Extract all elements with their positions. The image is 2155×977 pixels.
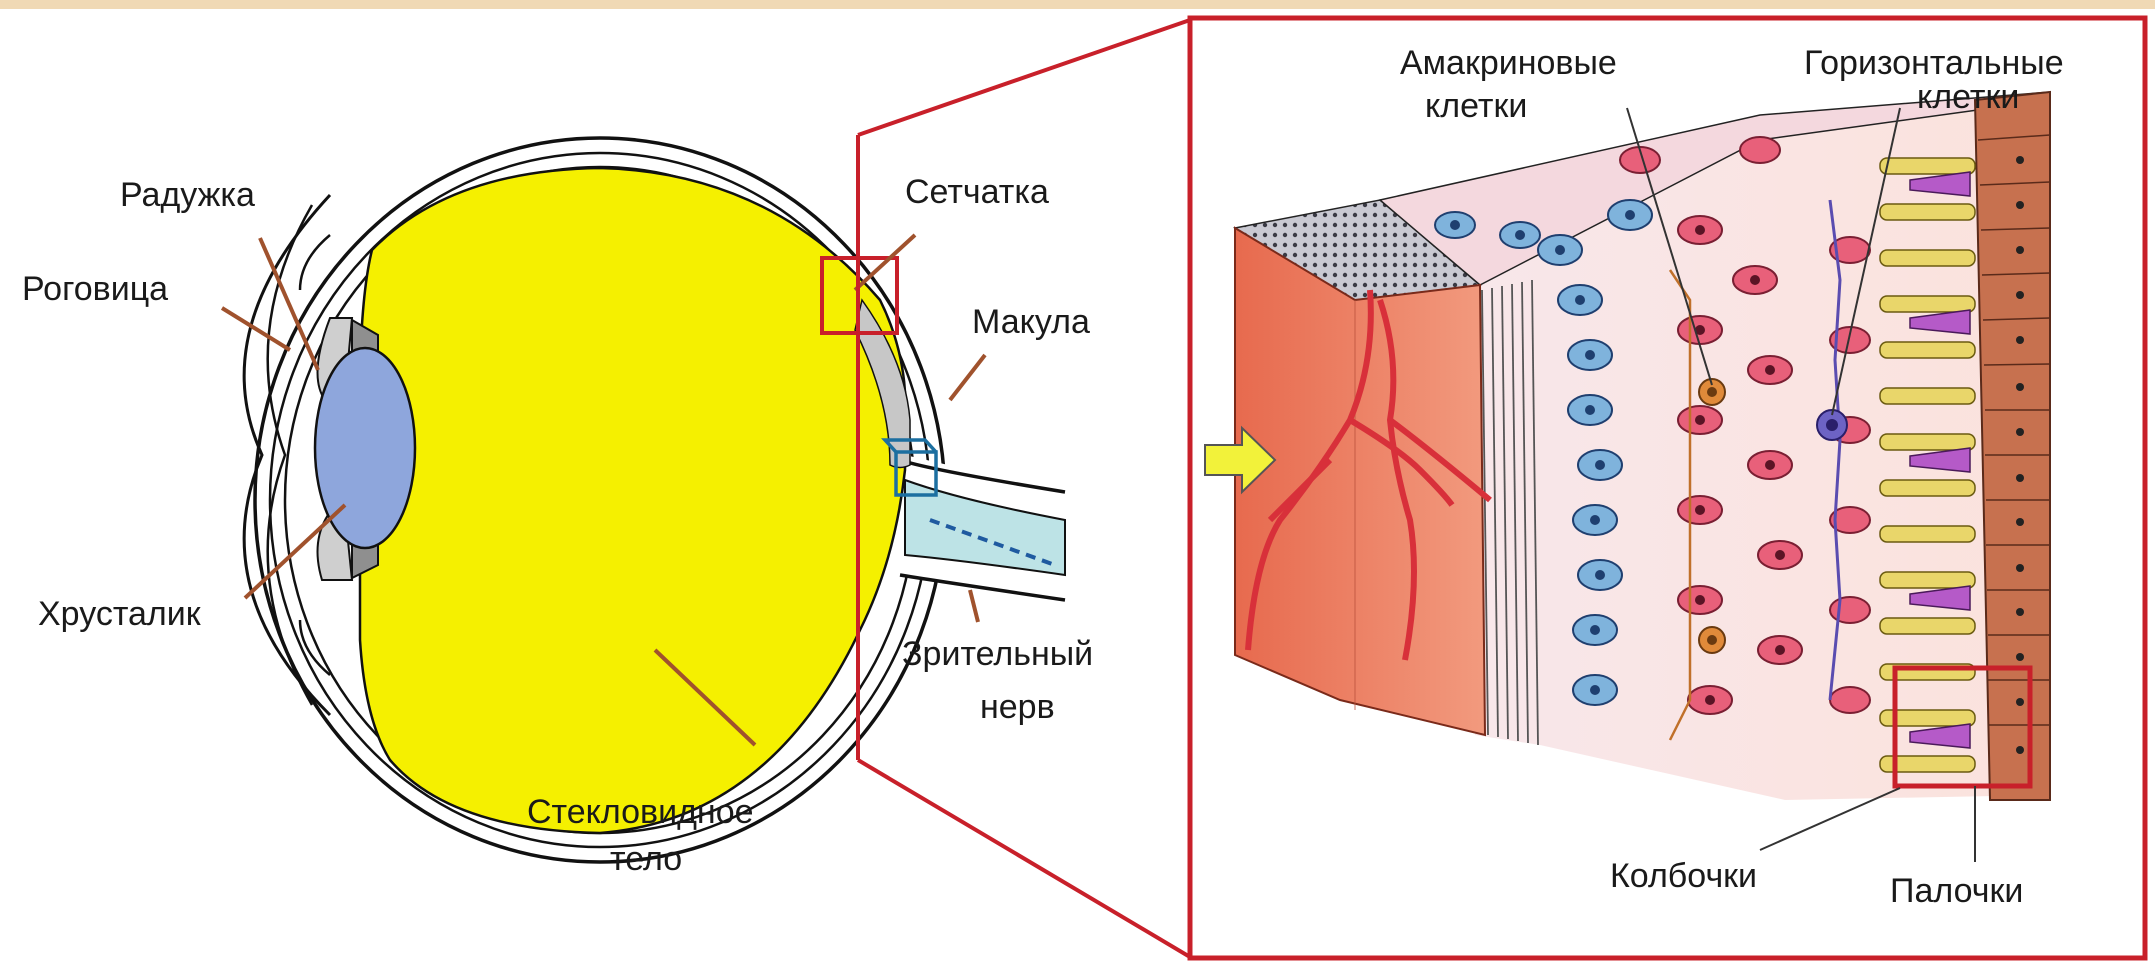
vessel-tissue <box>1235 228 1485 735</box>
label-iris: Радужка <box>120 176 255 214</box>
label-cornea: Роговица <box>22 270 168 308</box>
top-border <box>0 0 2155 9</box>
label-retina: Сетчатка <box>905 173 1049 211</box>
label-lens: Хрусталик <box>38 595 202 633</box>
label-cones: Колбочки <box>1610 857 1757 895</box>
label-optic-nerve-line1: Зрительный <box>902 635 1093 673</box>
label-horizontal-line2: клетки <box>1917 78 2019 116</box>
label-vitreous-line2: тело <box>610 840 682 878</box>
label-rods: Палочки <box>1890 872 2023 910</box>
label-vitreous-line1: Стекловидное <box>527 793 754 831</box>
label-optic-nerve-line2: нерв <box>980 688 1055 726</box>
label-amacrine-line1: Амакриновые <box>1400 44 1617 82</box>
label-horizontal-line1: Горизонтальные <box>1804 44 2064 82</box>
label-macula: Макула <box>972 303 1090 341</box>
eye-cross-section <box>222 138 1065 862</box>
label-amacrine-line2: клетки <box>1425 87 1527 125</box>
